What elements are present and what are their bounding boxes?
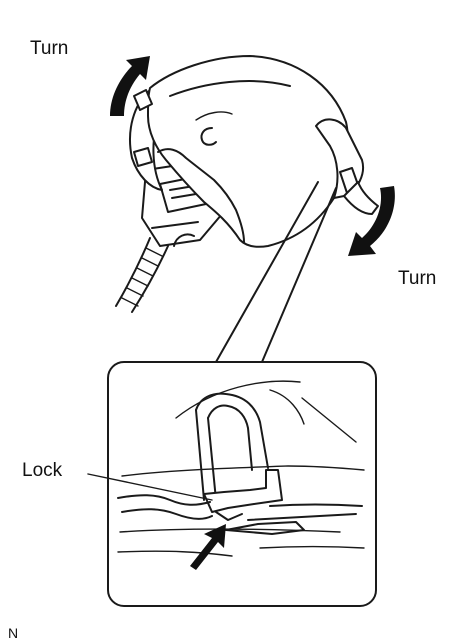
turn-label-top: Turn: [30, 38, 68, 59]
detail-inset: [87, 361, 377, 607]
curved-arrow-ccw-icon: [110, 56, 150, 116]
callout-leader: [215, 181, 337, 363]
connector-cover: [147, 55, 350, 248]
turn-label-right: Turn: [398, 268, 436, 289]
inset-frame: [107, 361, 377, 607]
latch-tab: [315, 118, 379, 215]
lock-leader: [87, 473, 213, 501]
lock-arm: [195, 392, 283, 521]
wire-harness: [115, 237, 169, 313]
curved-arrow-cw-icon: [348, 186, 395, 256]
push-arrow-icon: [190, 524, 226, 570]
corner-code: N: [8, 625, 18, 641]
connector-assembly: [115, 55, 379, 313]
lock-label: Lock: [22, 460, 63, 481]
